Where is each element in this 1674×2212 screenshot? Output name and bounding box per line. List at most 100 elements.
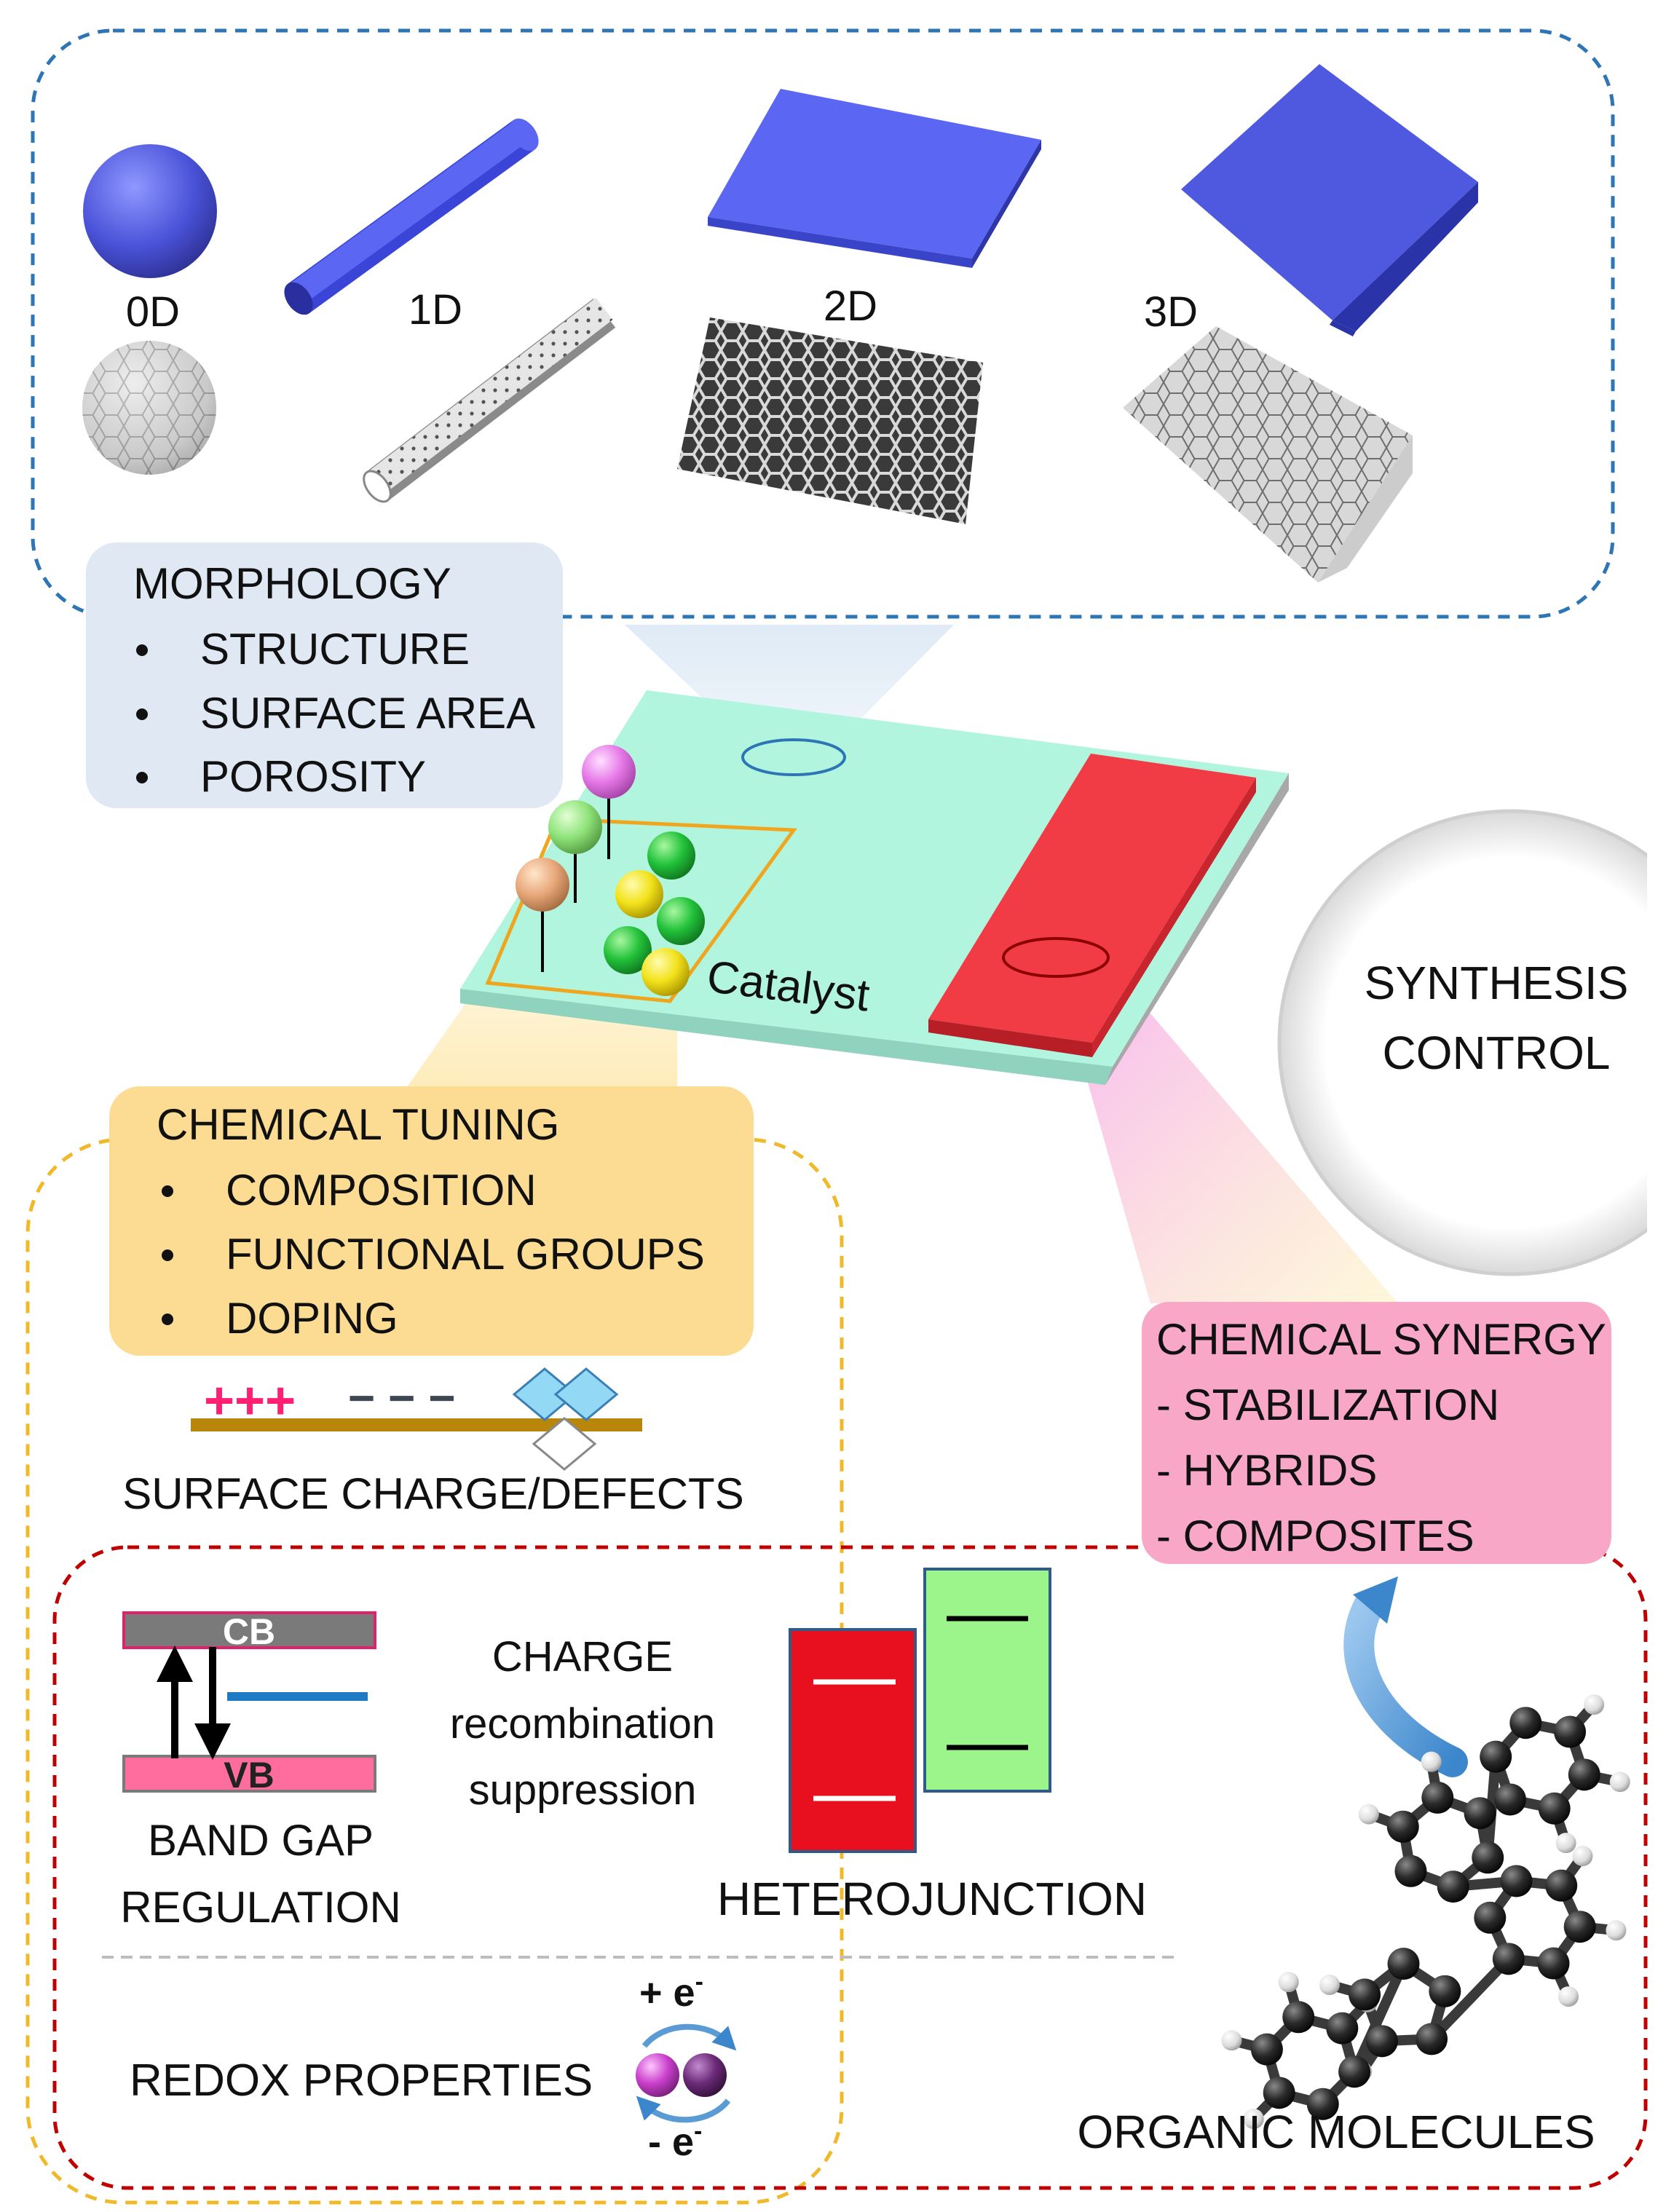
plus-charges: +++ bbox=[204, 1372, 296, 1430]
pink-pin-ball bbox=[582, 745, 636, 799]
carbon-atom bbox=[1429, 1975, 1461, 2007]
curved-arrow-head bbox=[1353, 1576, 1398, 1624]
carbon-atom bbox=[1437, 1871, 1469, 1903]
oxidized-ball bbox=[636, 2053, 679, 2097]
molecule-bond bbox=[1426, 1954, 1514, 2045]
synthesis-control-line2: CONTROL bbox=[1383, 1027, 1611, 1079]
carbon-atom bbox=[1537, 1947, 1570, 1980]
hydrogen-atom bbox=[1278, 1972, 1299, 1993]
heterojunction-diagram: HETEROJUNCTION bbox=[717, 1568, 1147, 1925]
vb-label: VB bbox=[224, 1755, 274, 1796]
surface-charge-illustration: +++ − − − SURFACE CHARGE/DEFECTS bbox=[122, 1367, 744, 1518]
peach-pin-ball bbox=[516, 858, 569, 912]
carbon-atom bbox=[1500, 1865, 1533, 1897]
semiconductor-a bbox=[789, 1628, 917, 1853]
carbon-atom bbox=[1464, 1797, 1496, 1830]
carbon-atom bbox=[1538, 1792, 1571, 1825]
morphology-title: MORPHOLOGY bbox=[133, 559, 451, 608]
plus-electron: + e- bbox=[639, 1968, 703, 2015]
hydrogen-atom bbox=[1555, 1833, 1576, 1854]
hex-cube-front bbox=[1123, 326, 1413, 582]
defect-diamond bbox=[532, 1417, 597, 1471]
carbon-atom bbox=[1474, 1901, 1507, 1934]
bullet bbox=[162, 1249, 173, 1261]
chemical-synergy-box: CHEMICAL SYNERGY - STABILIZATION - HYBRI… bbox=[1142, 1302, 1611, 1564]
morphology-beam bbox=[625, 625, 954, 757]
chemical-tuning-box: CHEMICAL TUNING COMPOSITION FUNCTIONAL G… bbox=[109, 1086, 754, 1356]
carbon-atom bbox=[1421, 1781, 1454, 1814]
chemical-tuning-item: COMPOSITION bbox=[226, 1166, 537, 1214]
redox-properties: REDOX PROPERTIES + e- - e- bbox=[130, 1968, 737, 2164]
chemical-tuning-item: FUNCTIONAL GROUPS bbox=[226, 1230, 705, 1279]
synergy-spot bbox=[1002, 937, 1110, 978]
blue-cube-top bbox=[1181, 64, 1478, 320]
curved-arrow bbox=[1343, 1590, 1468, 1777]
carbon-atom bbox=[1386, 1810, 1419, 1843]
molecule-bond bbox=[1349, 1959, 1409, 2077]
carbon-atom bbox=[1394, 1854, 1427, 1887]
organic-molecules-label: ORGANIC MOLECULES bbox=[1077, 2106, 1595, 2158]
carbon-atom bbox=[1349, 1978, 1381, 2011]
zero-d-label: 0D bbox=[126, 288, 180, 336]
hydrogen-atom bbox=[1243, 2109, 1264, 2130]
properties-frame bbox=[52, 1545, 1648, 2190]
catalyst-plate-side bbox=[1105, 773, 1289, 1085]
green-dot bbox=[604, 926, 652, 974]
redox-label: REDOX PROPERTIES bbox=[130, 2055, 593, 2106]
conduction-band bbox=[122, 1611, 376, 1649]
carbon-atom bbox=[1545, 1869, 1578, 1902]
surface-charge-label: SURFACE CHARGE/DEFECTS bbox=[122, 1469, 743, 1518]
two-d-shapes: 2D bbox=[677, 89, 1041, 524]
carbon-atom bbox=[1493, 1783, 1526, 1816]
carbon-atom bbox=[1387, 1948, 1420, 1980]
morphology-item: STRUCTURE bbox=[200, 625, 470, 674]
redox-cycle-arrow bbox=[636, 2096, 731, 2123]
charge-line1: CHARGE bbox=[492, 1633, 673, 1680]
blue-sphere-shape bbox=[83, 144, 217, 278]
hydrogen-atom bbox=[1421, 1751, 1442, 1772]
catalyst-plate-front bbox=[460, 989, 1113, 1085]
charge-line2: recombination bbox=[450, 1700, 715, 1747]
carbon-nanotube-shape bbox=[363, 297, 616, 503]
hydrogen-atom bbox=[1221, 2030, 1242, 2051]
band-gap-line2: REGULATION bbox=[120, 1883, 401, 1932]
blue-cube-side bbox=[1333, 182, 1478, 331]
carbon-atom bbox=[1326, 2012, 1359, 2045]
chemical-synergy-item: - COMPOSITES bbox=[1156, 1512, 1474, 1560]
yellow-dot bbox=[641, 948, 690, 996]
hydrogen-atom bbox=[1358, 1804, 1379, 1825]
hydrogen-atom bbox=[1572, 1846, 1593, 1867]
graphene-sheet-shape bbox=[677, 317, 983, 524]
carbon-atom bbox=[1282, 2001, 1315, 2034]
three-d-shapes: 3D bbox=[1123, 64, 1478, 582]
carbon-atom bbox=[1365, 2025, 1398, 2058]
one-d-shapes: 1D bbox=[284, 118, 616, 503]
chemical-synergy-title: CHEMICAL SYNERGY bbox=[1156, 1315, 1606, 1364]
hex-sphere-shading bbox=[82, 341, 216, 475]
catalyst-plate: Catalyst bbox=[460, 690, 1289, 1085]
hydrogen-atom bbox=[1558, 1986, 1579, 2007]
chemical-tuning-title: CHEMICAL TUNING bbox=[157, 1100, 559, 1149]
chemical-synergy-item: - HYBRIDS bbox=[1156, 1446, 1377, 1495]
defect-diamond bbox=[553, 1367, 619, 1421]
redox-cycle-arrow bbox=[641, 2023, 737, 2051]
reduced-ball bbox=[683, 2053, 727, 2097]
carbon-atom bbox=[1263, 2077, 1295, 2109]
morphology-spot bbox=[741, 738, 846, 776]
synthesis-control-circle: SYNTHESIS CONTROL bbox=[1277, 765, 1674, 1340]
blue-rod-shape bbox=[284, 118, 539, 315]
hydrogen-atom bbox=[1606, 1920, 1627, 1941]
hydrogen-atom bbox=[1584, 1694, 1605, 1715]
bullet bbox=[136, 644, 148, 656]
carbon-atom bbox=[1554, 1715, 1587, 1748]
two-d-label: 2D bbox=[824, 283, 877, 330]
tuning-selection bbox=[485, 817, 797, 1003]
carbon-atom bbox=[1338, 2055, 1371, 2088]
morphology-box: MORPHOLOGY STRUCTURE SURFACE AREA POROSI… bbox=[86, 542, 563, 808]
yellow-dot bbox=[615, 870, 663, 918]
three-d-label: 3D bbox=[1144, 288, 1198, 336]
chemical-tuning-item: DOPING bbox=[226, 1294, 398, 1343]
bullet bbox=[162, 1314, 173, 1325]
carbon-atom bbox=[1416, 2023, 1448, 2055]
